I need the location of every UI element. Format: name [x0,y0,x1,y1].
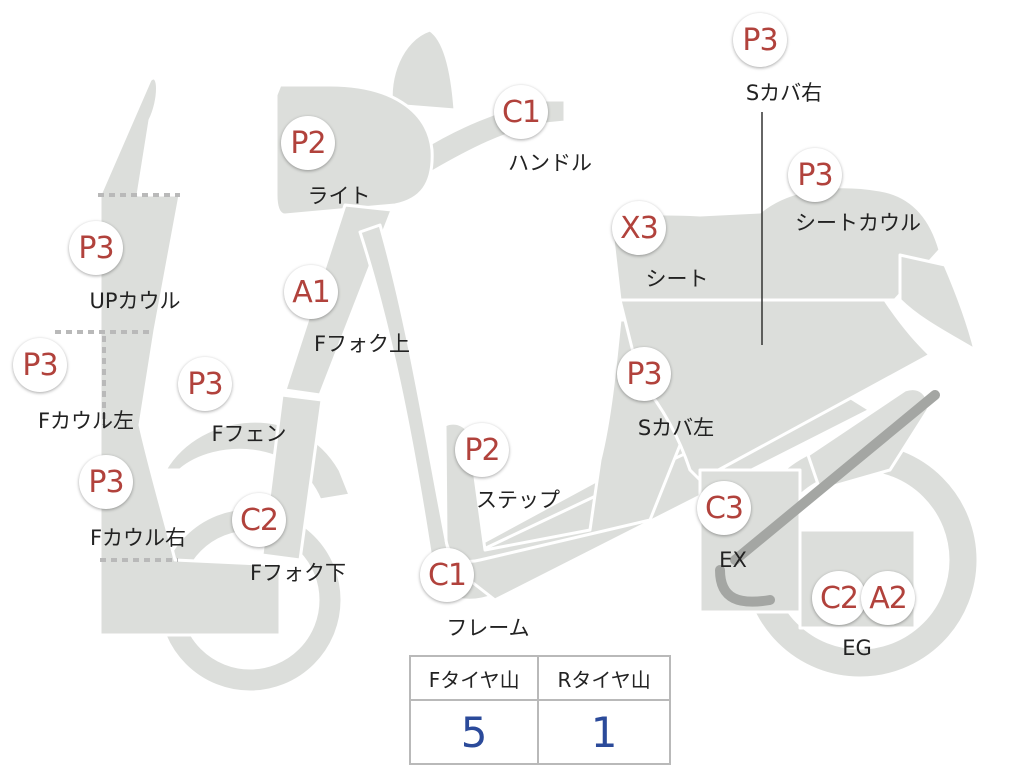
tread-value-rear: 1 [537,699,671,765]
part-label-seat-cowl: シートカウル [795,211,921,235]
part-label-s-cover-r: Sカバ右 [745,81,823,105]
grade-badge-step: P2 [455,423,509,477]
cowl-part [98,76,282,637]
tread-header-row: Fタイヤ山 Rタイヤ山 [408,655,671,701]
tread-value-front: 5 [408,699,540,765]
grade-badge-f-fork-lo: C2 [232,493,286,547]
grade-badge-f-fender: P3 [178,357,232,411]
grade-badge-eg-a: A2 [861,571,915,625]
part-label-seat: シート [645,267,709,291]
part-label-f-cowl-r: Fカウル右 [89,526,187,550]
part-label-eg: EG [842,636,872,660]
windscreen-part [389,28,457,112]
grade-badge-frame: C1 [420,548,474,602]
grade-badge-s-cover-r: P3 [733,13,787,67]
tire-tread-table: Fタイヤ山 Rタイヤ山 5 1 [408,655,671,765]
part-label-s-cover-l: Sカバ左 [637,416,715,440]
grade-badge-seat-cowl: P3 [788,148,842,202]
part-label-f-cowl-l: Fカウル左 [37,409,135,433]
part-label-frame: フレーム [446,616,530,640]
grade-badge-eg-c: C2 [812,571,866,625]
part-label-handle: ハンドル [508,151,592,175]
grade-badge-f-fork-up: A1 [284,265,338,319]
grade-badge-up-cowl: P3 [69,221,123,275]
exhaust-pipe [715,390,940,607]
part-label-light: ライト [307,184,371,208]
tread-header-front: Fタイヤ山 [408,655,540,701]
part-label-step: ステップ [476,488,560,512]
part-label-f-fork-up: Fフォク上 [313,332,411,356]
s-cover-part [618,298,932,482]
grade-badge-handle: C1 [494,85,548,139]
grade-badge-ex: C3 [697,481,751,535]
part-label-ex: EX [719,548,747,572]
part-label-f-fender: Fフェン [211,422,287,446]
part-label-up-cowl: UPカウル [89,289,181,313]
tail-part [898,253,977,352]
tread-value-row: 5 1 [408,699,671,765]
rear-shock-part [806,387,930,492]
part-label-f-fork-lo: Fフォク下 [249,561,347,585]
grade-badge-light: P2 [281,116,335,170]
grade-badge-s-cover-l: P3 [617,347,671,401]
grade-badge-f-cowl-l: P3 [13,338,67,392]
grade-badge-seat: X3 [612,201,666,255]
tread-header-rear: Rタイヤ山 [537,655,671,701]
grade-badge-f-cowl-r: P3 [79,455,133,509]
